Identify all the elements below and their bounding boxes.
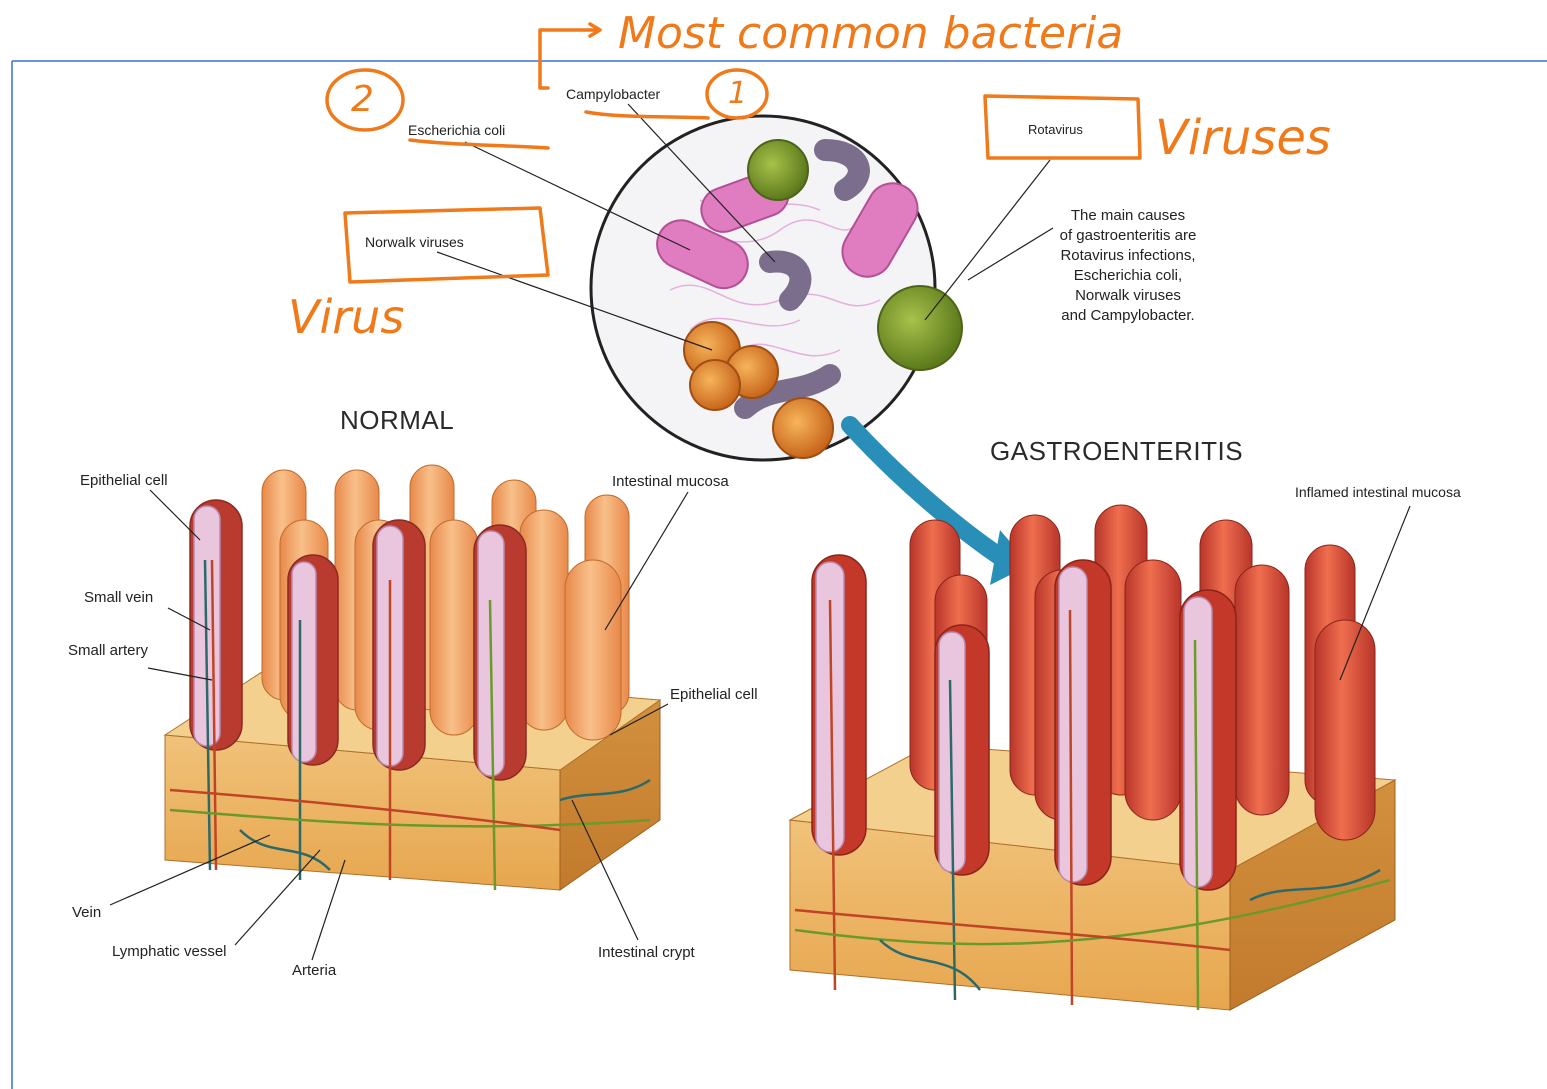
normal-title: NORMAL [340, 405, 454, 436]
label-small-vein: Small vein [84, 589, 153, 606]
campylobacter-label: Campylobacter [566, 86, 660, 102]
label-epithelial-cell-top: Epithelial cell [80, 472, 168, 489]
escherichia-coli-label: Escherichia coli [408, 122, 505, 138]
gastro-intestine-block [790, 505, 1395, 1010]
rotavirus-label: Rotavirus [1028, 122, 1083, 137]
label-lymphatic-vessel: Lymphatic vessel [112, 943, 227, 960]
ink-virus-label: Virus [288, 290, 404, 344]
label-intestinal-crypt: Intestinal crypt [598, 944, 695, 961]
ink-viruses-label: Viruses [1155, 110, 1331, 166]
ink-most-common-bacteria: Most common bacteria [618, 8, 1123, 59]
label-arteria: Arteria [292, 962, 336, 979]
norwalk-viruses-label: Norwalk viruses [365, 234, 464, 250]
label-vein: Vein [72, 904, 101, 921]
gastroenteritis-title: GASTROENTERITIS [990, 436, 1243, 467]
causes-description: The main causes of gastroenteritis are R… [1018, 206, 1238, 326]
label-small-artery: Small artery [68, 642, 148, 659]
label-epithelial-cell-right: Epithelial cell [670, 686, 758, 703]
label-inflamed-mucosa: Inflamed intestinal mucosa [1295, 484, 1461, 500]
label-intestinal-mucosa: Intestinal mucosa [612, 473, 729, 490]
ink-circle-two-label: 2 [351, 79, 374, 120]
ink-circle-one-label: 1 [728, 76, 747, 111]
normal-intestine-block [165, 465, 660, 890]
pathogen-circle [591, 116, 962, 460]
ink-bracket [540, 30, 598, 88]
